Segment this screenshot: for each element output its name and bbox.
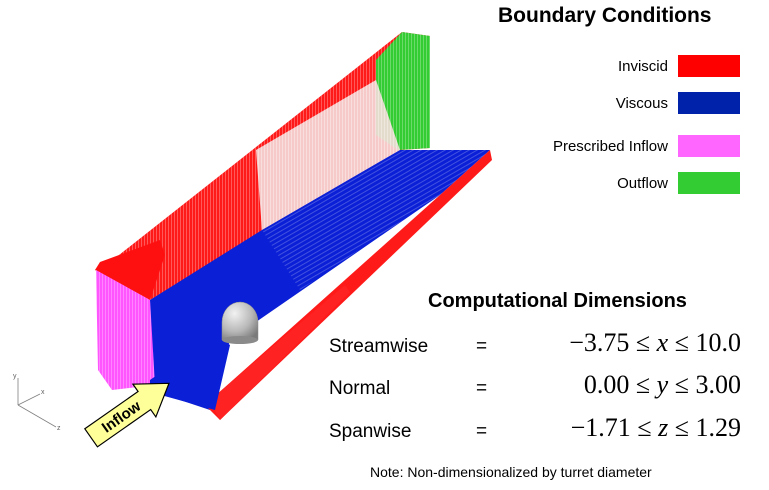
range-op: ≤ [629, 328, 657, 357]
axis-x-label: x [41, 389, 45, 396]
legend-label: Prescribed Inflow [552, 138, 668, 155]
legend-swatch [678, 92, 740, 114]
dimension-row-streamwise: Streamwise = −3.75 ≤ x ≤ 10.0 [329, 328, 759, 362]
range-variable: x [656, 328, 669, 357]
legend-item-prescribed-inflow: Prescribed Inflow [490, 135, 740, 161]
dimension-equals: = [476, 336, 488, 357]
range-upper: 1.29 [695, 413, 742, 442]
dimension-equals: = [476, 421, 488, 442]
range-op: ≤ [668, 328, 696, 357]
legend-swatch [678, 55, 740, 77]
legend-swatch [678, 135, 740, 157]
legend-label: Viscous [615, 95, 668, 112]
legend-item-outflow: Outflow [490, 172, 740, 198]
legend-title: Boundary Conditions [498, 4, 712, 27]
dimension-name: Streamwise [329, 336, 429, 357]
range-upper: 10.0 [695, 328, 742, 357]
left-top-rail [95, 240, 165, 300]
boundary-layer-mesh-lines [256, 80, 400, 230]
range-op: ≤ [668, 413, 696, 442]
normalization-note: Note: Non-dimensionalized by turret diam… [370, 464, 652, 480]
dimensions-title: Computational Dimensions [428, 290, 687, 312]
dimension-range: −3.75 ≤ x ≤ 10.0 [569, 328, 741, 358]
axis-y-label: y [13, 373, 17, 380]
dimension-name: Normal [329, 378, 391, 399]
range-op: ≤ [629, 370, 657, 399]
legend-swatch [678, 172, 740, 194]
legend-item-inviscid: Inviscid [490, 55, 740, 81]
range-op: ≤ [630, 413, 659, 442]
legend-item-viscous: Viscous [490, 92, 740, 118]
turret [221, 301, 259, 344]
axis-z-label: z [57, 425, 61, 432]
dimension-equals: = [476, 378, 488, 399]
legend-label: Inviscid [617, 58, 668, 75]
range-variable: z [658, 413, 669, 442]
dimension-range: 0.00 ≤ y ≤ 3.00 [584, 370, 741, 400]
range-upper: 3.00 [695, 370, 742, 399]
legend-label: Outflow [617, 175, 668, 192]
range-op: ≤ [668, 370, 696, 399]
dimension-name: Spanwise [329, 421, 412, 442]
front-lip [210, 285, 350, 420]
inflow-face-mesh [96, 270, 155, 390]
range-lower: −3.75 [569, 328, 630, 357]
inflow-floor-strip [150, 335, 230, 410]
range-lower: −1.71 [570, 413, 631, 442]
axis-triad: y x z [13, 373, 61, 432]
range-lower: 0.00 [583, 370, 630, 399]
dimension-row-spanwise: Spanwise = −1.71 ≤ z ≤ 1.29 [329, 413, 759, 447]
dimension-range: −1.71 ≤ z ≤ 1.29 [571, 413, 741, 443]
floor-viscous-mesh [262, 150, 490, 290]
range-variable: y [656, 370, 669, 399]
dimension-row-normal: Normal = 0.00 ≤ y ≤ 3.00 [329, 370, 759, 404]
